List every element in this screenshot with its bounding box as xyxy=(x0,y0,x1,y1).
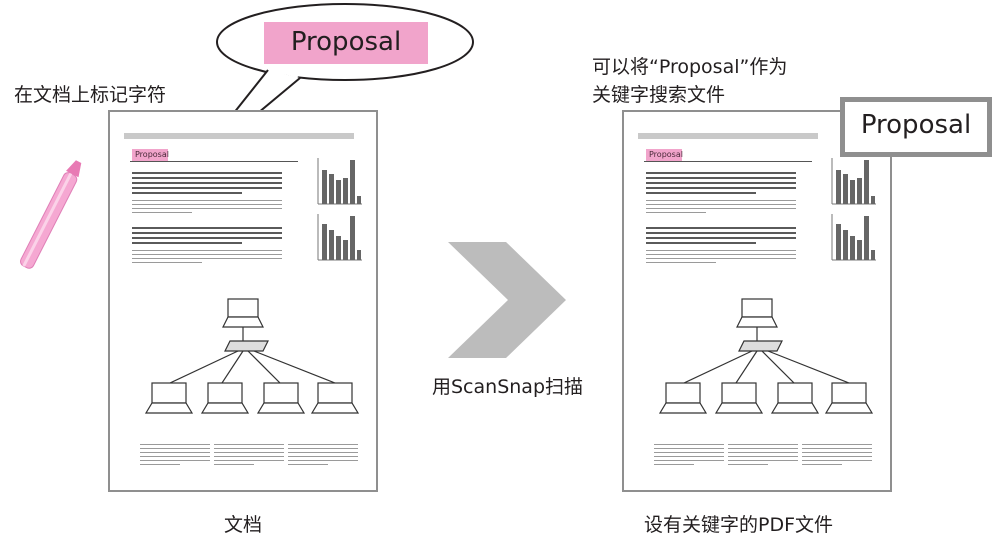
mark-text-label: 在文档上标记字符 xyxy=(14,84,167,106)
right-doc-chart-2 xyxy=(831,214,876,261)
keyword-box-text: Proposal xyxy=(860,110,972,140)
keyword-box xyxy=(840,97,992,157)
keyword-note-line-1: 可以将“Proposal”作为 xyxy=(592,56,788,78)
bubble-marker-text: Proposal xyxy=(290,27,402,57)
right-document: Proposal xyxy=(622,110,892,492)
scan-arrow-icon xyxy=(448,242,566,358)
right-document-caption: 设有关键字的PDF文件 xyxy=(644,514,834,536)
bubble-highlight xyxy=(264,22,428,64)
right-doc-network-diagram xyxy=(658,298,874,414)
right-doc-chart-1 xyxy=(831,158,876,205)
highlighter-pen-icon xyxy=(20,160,82,269)
left-doc-chart-1 xyxy=(317,158,362,205)
left-document: Proposal xyxy=(108,110,378,492)
scan-with-scansnap-label: 用ScanSnap扫描 xyxy=(432,376,583,398)
left-doc-chart-2 xyxy=(317,214,362,261)
left-document-caption: 文档 xyxy=(224,514,263,536)
left-doc-network-diagram xyxy=(144,298,360,414)
keyword-note-line-2: 关键字搜索文件 xyxy=(592,84,726,106)
left-doc-highlighted-heading: Proposal xyxy=(132,149,169,161)
right-doc-highlighted-heading: Proposal xyxy=(646,149,683,161)
